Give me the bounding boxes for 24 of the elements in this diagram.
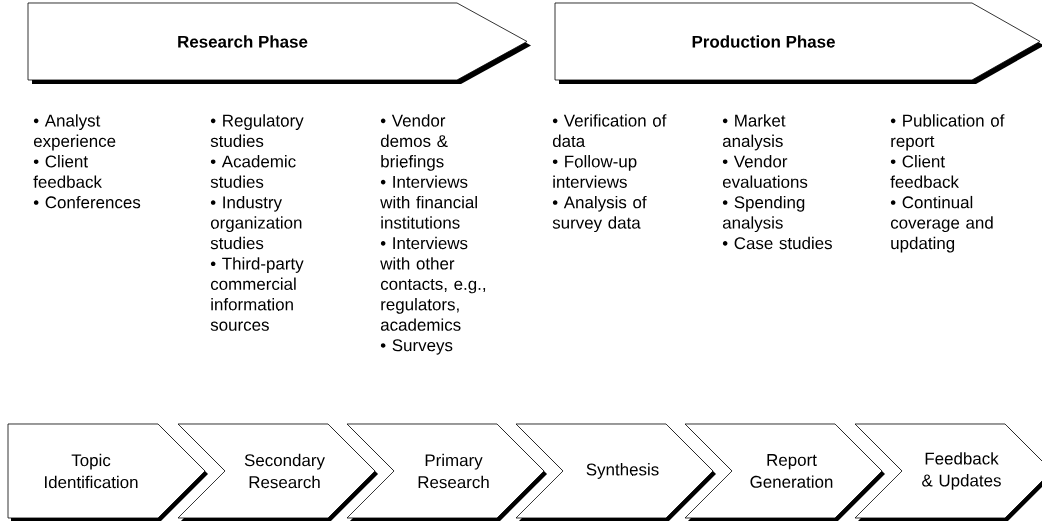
- node-label: • Spending analysis: [722, 195, 805, 233]
- bullet-list: • Publication of report • Client feedback • Continual coverage and updating: [890, 114, 1005, 253]
- node-label: • Regulatory studies: [210, 114, 304, 148]
- bullet-list: • Vendor demos & briefings • Interviews with financial institutions • Interviews with other contacts, e.g., regulators, academics • Surveys: [380, 114, 486, 355]
- chevron-step: Secondary Research: [177, 423, 378, 521]
- node-label: • Third-party commercial information sources: [210, 257, 304, 331]
- node-label: • Academic studies: [210, 155, 296, 188]
- node-label: • Vendor evaluations: [722, 155, 808, 188]
- node-label: • Vendor demos & briefings: [380, 114, 448, 171]
- chevron-step: Synthesis: [515, 423, 716, 521]
- node-label: • Surveys: [380, 339, 453, 355]
- node-label: • Industry organization studies: [210, 195, 302, 250]
- bullet-list: • Market analysis • Vendor evaluations • Spending analysis • Case studies: [722, 114, 832, 250]
- bullet-list: • Regulatory studies • Academic studies • Industry organization studies • Third-party commercial information sources: [210, 114, 304, 331]
- chevron-step: Topic Identification: [7, 423, 208, 521]
- node-label: • Interviews with other contacts, e.g., regulators, academics: [380, 236, 486, 331]
- chevron-step: Primary Research: [346, 423, 547, 521]
- node-label: • Market analysis: [722, 114, 786, 151]
- node-label: • Case studies: [722, 236, 832, 250]
- chevron-step: Feedback & Updates: [854, 423, 1042, 521]
- chevron-step: Report Generation: [684, 423, 885, 521]
- bullet-list: • Analyst experience • Client feedback • Conferences: [33, 114, 141, 209]
- node-label: • Interviews with financial institutions: [380, 175, 477, 229]
- bullet-list: • Verification of data • Follow-up interviews • Analysis of survey data: [552, 114, 667, 233]
